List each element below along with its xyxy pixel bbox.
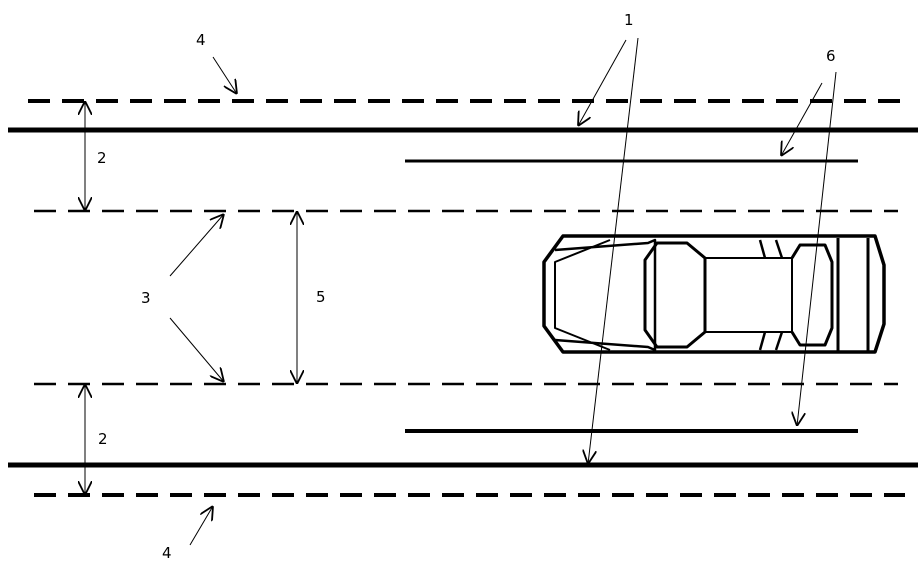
label-4-top: 4 xyxy=(196,31,206,49)
label-3: 3 xyxy=(141,289,151,307)
label-5: 5 xyxy=(316,288,326,306)
label-4-bottom: 4 xyxy=(162,544,172,561)
pointer-4-top xyxy=(212,56,237,94)
pointer-6-upper xyxy=(781,82,823,156)
label-1: 1 xyxy=(624,11,634,29)
pointer-3-lower xyxy=(169,317,224,382)
pointer-4-bottom xyxy=(189,506,213,546)
pointer-1-top xyxy=(578,39,627,126)
pointer-6-lower xyxy=(797,71,837,426)
car-top-view xyxy=(542,234,886,354)
pointer-1-bottom xyxy=(588,37,639,464)
label-2-bottom: 2 xyxy=(98,430,108,448)
label-6: 6 xyxy=(826,47,836,65)
pointer-3-upper xyxy=(169,214,224,277)
label-2-top: 2 xyxy=(97,149,107,167)
